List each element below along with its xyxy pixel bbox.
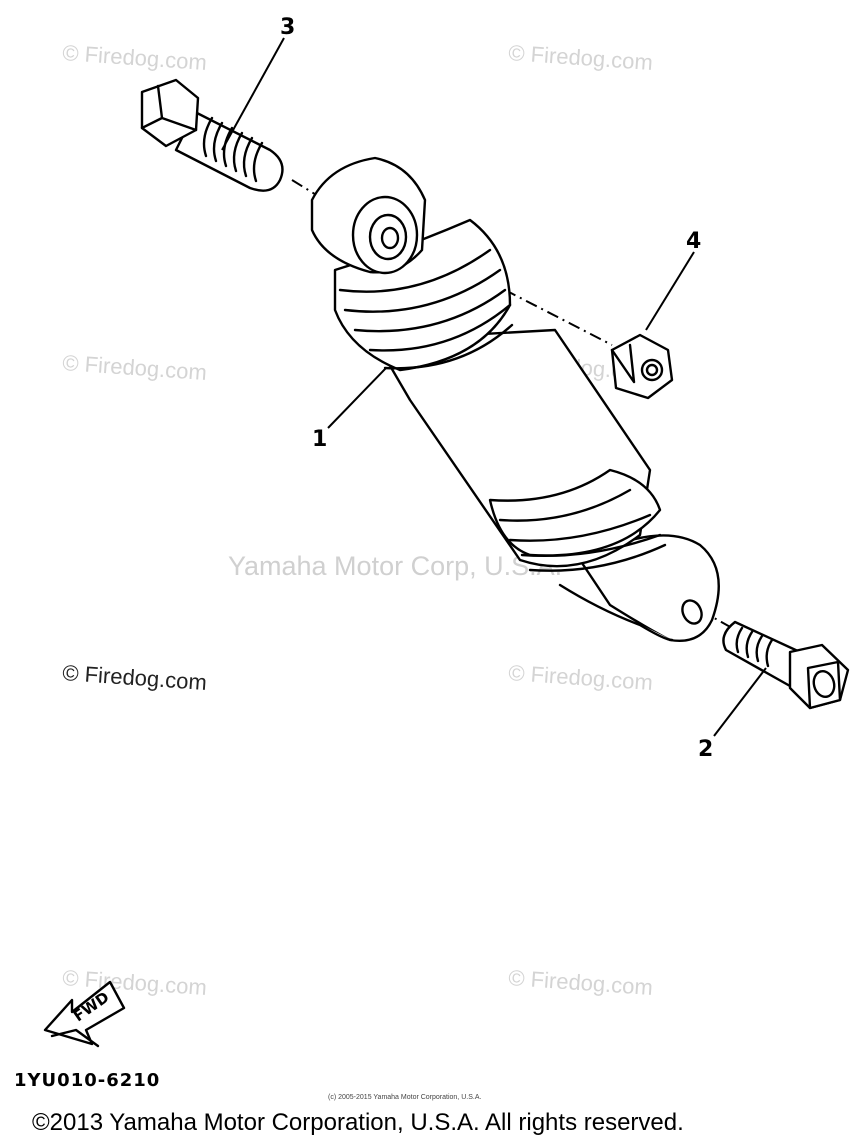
callout-3: 3 (280, 15, 295, 40)
watermark-bottom-right: © Firedog.com (508, 965, 654, 1000)
axis-line-bolt3 (291, 179, 319, 197)
watermark-mid-left: © Firedog.com (62, 350, 208, 385)
watermark-center: Yamaha Motor Corp, U.S.A. (228, 551, 562, 581)
footer-copyright: ©2013 Yamaha Motor Corporation, U.S.A. A… (32, 1109, 684, 1136)
callout-1: 1 (312, 427, 327, 452)
callout-4: 4 (686, 229, 701, 254)
watermark-top-left: © Firedog.com (62, 40, 208, 75)
bolt-upper (140, 78, 284, 192)
watermark-lower-left: © Firedog.com (62, 660, 208, 695)
small-copyright: (c) 2005-2015 Yamaha Motor Corporation, … (328, 1094, 481, 1101)
nut (610, 333, 674, 400)
forward-arrow-icon: FWD (43, 980, 126, 1048)
watermark-bottom-left: © Firedog.com (62, 965, 208, 1000)
watermark-top-right: © Firedog.com (508, 40, 654, 75)
leader-4 (645, 251, 695, 331)
diagram-code: 1YU010-6210 (14, 1070, 160, 1091)
watermark-lower-right: © Firedog.com (508, 660, 654, 695)
bolt-lower (722, 620, 850, 710)
shock-absorber (310, 156, 720, 642)
leader-2 (713, 667, 767, 737)
callout-2: 2 (698, 737, 713, 762)
leader-1 (327, 367, 387, 429)
leader-3 (221, 37, 285, 151)
